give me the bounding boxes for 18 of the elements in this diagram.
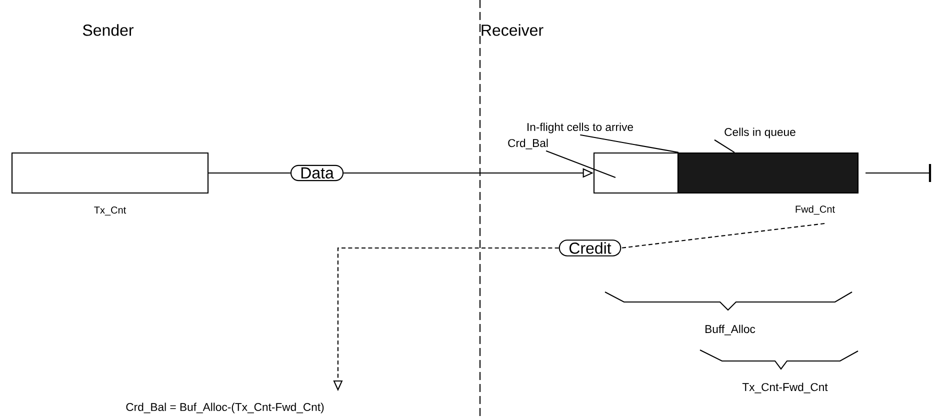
part-label: Cells in queue bbox=[724, 128, 796, 138]
brace-label: Buff_Alloc bbox=[706, 324, 756, 336]
buffer-box bbox=[593, 152, 679, 194]
leader-line bbox=[714, 139, 735, 153]
counter-label: Fwd_Cnt bbox=[796, 205, 835, 215]
connector-line bbox=[621, 223, 825, 249]
leader-line bbox=[580, 134, 679, 153]
formula-text: Crd_Bal = Buf_Alloc-(Tx_Cnt-Fwd_Cnt) bbox=[126, 402, 324, 414]
part-label: Crd_Bal bbox=[508, 138, 548, 150]
connector-line bbox=[866, 172, 930, 174]
connector-line bbox=[208, 172, 290, 174]
counter-label: Tx_Cnt bbox=[94, 206, 126, 216]
brace-label: Tx_Cnt-Fwd_Cnt bbox=[742, 382, 828, 394]
side-heading: Receiver bbox=[482, 24, 544, 36]
part-label: In-flight cells to arrive bbox=[528, 122, 633, 134]
queue-bar bbox=[677, 152, 859, 194]
side-heading: Sender bbox=[82, 24, 134, 36]
buffer-box bbox=[11, 152, 209, 194]
